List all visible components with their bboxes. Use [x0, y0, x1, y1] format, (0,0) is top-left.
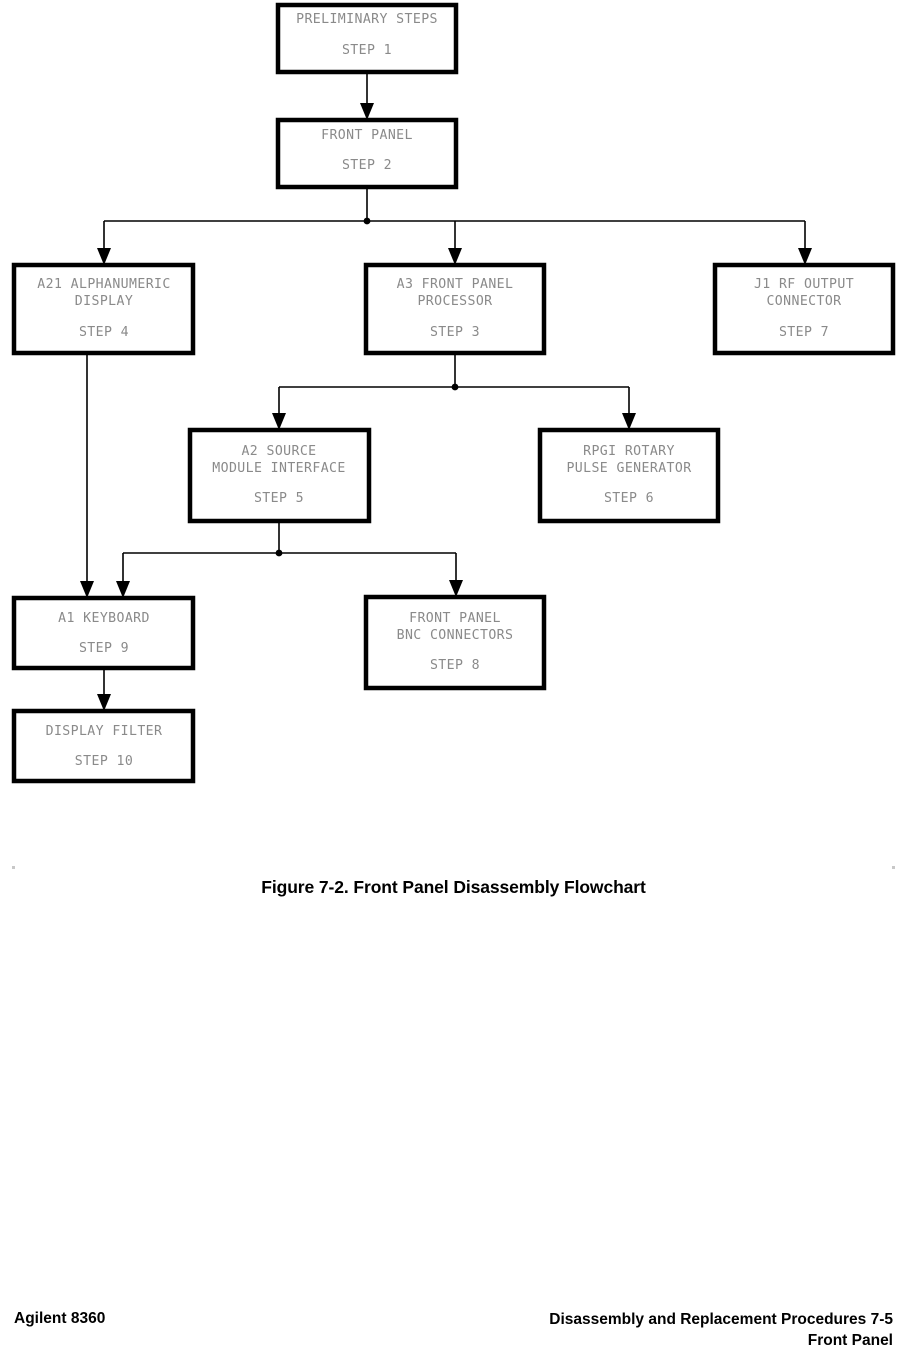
- flowchart-node-step1[interactable]: PRELIMINARY STEPS STEP 1: [275, 2, 459, 75]
- footer-section-title: Front Panel: [807, 1331, 893, 1349]
- edge-step5-branch-bus: [116, 521, 463, 598]
- edge-step3-branch-bus: [272, 353, 636, 430]
- node-step10-line1: DISPLAY FILTER: [46, 724, 163, 739]
- node-step9-line1: A1 KEYBOARD: [58, 611, 150, 626]
- node-step10-step: STEP 10: [75, 754, 133, 769]
- flowchart-node-step4[interactable]: A21 ALPHANUMERIC DISPLAY STEP 4: [11, 262, 196, 356]
- flowchart-node-step2[interactable]: FRONT PANEL STEP 2: [275, 117, 459, 190]
- flowchart-node-step10[interactable]: DISPLAY FILTER STEP 10: [11, 708, 196, 784]
- flowchart-node-step8[interactable]: FRONT PANEL BNC CONNECTORS STEP 8: [363, 594, 547, 691]
- footer-product-name: Agilent 8360: [14, 1310, 106, 1327]
- node-step6-line2: PULSE GENERATOR: [566, 461, 691, 476]
- node-step5-step: STEP 5: [254, 491, 304, 506]
- node-step9-step: STEP 9: [79, 641, 129, 656]
- edge-step4-to-step9: [80, 353, 94, 598]
- node-step8-step: STEP 8: [430, 658, 480, 673]
- footer-chapter-title: Disassembly and Replacement Procedures 7…: [549, 1311, 893, 1328]
- node-step6-line1: RPGI ROTARY: [583, 444, 675, 459]
- junction-dot-step2: [363, 217, 371, 225]
- junction-dot-step3: [451, 383, 459, 391]
- node-step3-line1: A3 FRONT PANEL: [397, 277, 514, 292]
- node-step2-step: STEP 2: [342, 158, 392, 173]
- flowchart-node-step7[interactable]: J1 RF OUTPUT CONNECTOR STEP 7: [712, 262, 896, 356]
- flowchart-node-step9[interactable]: A1 KEYBOARD STEP 9: [11, 595, 196, 671]
- front-panel-disassembly-flowchart: PRELIMINARY STEPS STEP 1 FRONT PANEL STE…: [11, 2, 896, 784]
- node-step7-line2: CONNECTOR: [766, 294, 841, 309]
- flowchart-node-step6[interactable]: RPGI ROTARY PULSE GENERATOR STEP 6: [537, 427, 721, 524]
- node-step5-line2: MODULE INTERFACE: [212, 461, 345, 476]
- edge-step9-to-step10: [97, 668, 111, 711]
- node-step4-line2: DISPLAY: [75, 294, 133, 309]
- figure-caption: Figure 7-2. Front Panel Disassembly Flow…: [261, 877, 646, 897]
- node-step8-line1: FRONT PANEL: [409, 611, 501, 626]
- node-step1-step: STEP 1: [342, 43, 392, 58]
- flowchart-connectors: [80, 72, 812, 711]
- node-step4-line1: A21 ALPHANUMERIC: [37, 277, 170, 292]
- node-step1-line1: PRELIMINARY STEPS: [296, 12, 438, 27]
- node-step3-line2: PROCESSOR: [417, 294, 492, 309]
- node-step3-step: STEP 3: [430, 325, 480, 340]
- node-step7-line1: J1 RF OUTPUT: [754, 277, 854, 292]
- page-footer: Agilent 8360 Disassembly and Replacement…: [0, 1310, 907, 1356]
- node-step4-step: STEP 4: [79, 325, 129, 340]
- footer-chapter-info: Disassembly and Replacement Procedures 7…: [549, 1310, 893, 1352]
- flowchart-node-step3[interactable]: A3 FRONT PANEL PROCESSOR STEP 3: [363, 262, 547, 356]
- edge-step1-to-step2: [360, 72, 374, 120]
- flowchart-node-step5[interactable]: A2 SOURCE MODULE INTERFACE STEP 5: [187, 427, 372, 524]
- node-step7-step: STEP 7: [779, 325, 829, 340]
- node-step5-line1: A2 SOURCE: [241, 444, 316, 459]
- junction-dot-step5: [275, 549, 283, 557]
- registration-mark-right: [892, 866, 895, 869]
- node-step6-step: STEP 6: [604, 491, 654, 506]
- node-step2-line1: FRONT PANEL: [321, 128, 413, 143]
- node-step8-line2: BNC CONNECTORS: [397, 628, 514, 643]
- edge-step2-branch-bus: [97, 187, 812, 265]
- registration-mark-left: [12, 866, 15, 869]
